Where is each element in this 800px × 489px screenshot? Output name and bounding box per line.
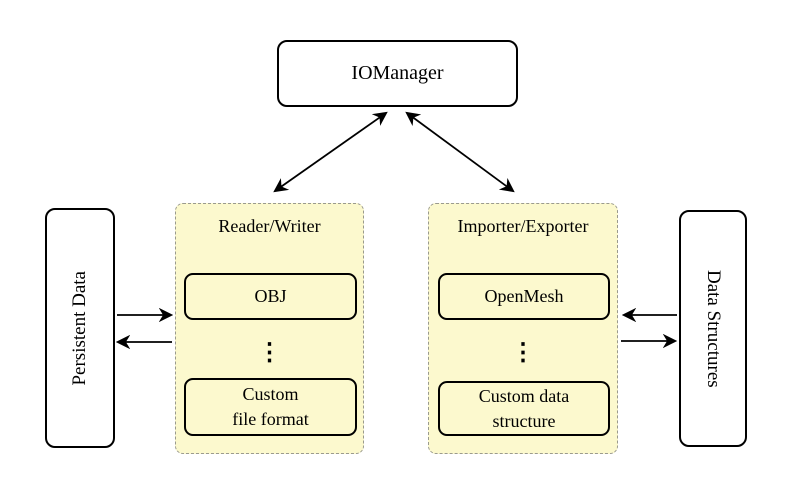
data-structures-label: Data Structures <box>703 269 724 388</box>
iomanager-label: IOManager <box>351 62 444 84</box>
importer-exporter-title: Importer/Exporter <box>457 216 589 236</box>
ellipsis-importer-exporter: ⋮ <box>511 339 535 366</box>
ellipsis-reader-writer: ⋮ <box>257 339 282 366</box>
group-reader-writer: Reader/Writer OBJ ⋮ Custom file format <box>175 203 364 454</box>
node-obj: OBJ <box>184 273 357 320</box>
node-custom-file-format: Custom file format <box>184 378 357 436</box>
node-custom-data-structure: Custom data structure <box>438 381 610 436</box>
arrow-iomanager-reader-writer <box>273 111 388 193</box>
persistent-data-label: Persistent Data <box>69 270 90 386</box>
node-persistent-data: Persistent Data <box>45 208 115 448</box>
group-importer-exporter: Importer/Exporter OpenMesh ⋮ Custom data… <box>428 203 618 454</box>
reader-writer-title: Reader/Writer <box>218 216 321 236</box>
node-data-structures: Data Structures <box>679 210 747 447</box>
arrow-iomanager-importer-exporter <box>405 111 515 193</box>
node-iomanager: IOManager <box>277 40 518 107</box>
node-openmesh: OpenMesh <box>438 273 610 320</box>
